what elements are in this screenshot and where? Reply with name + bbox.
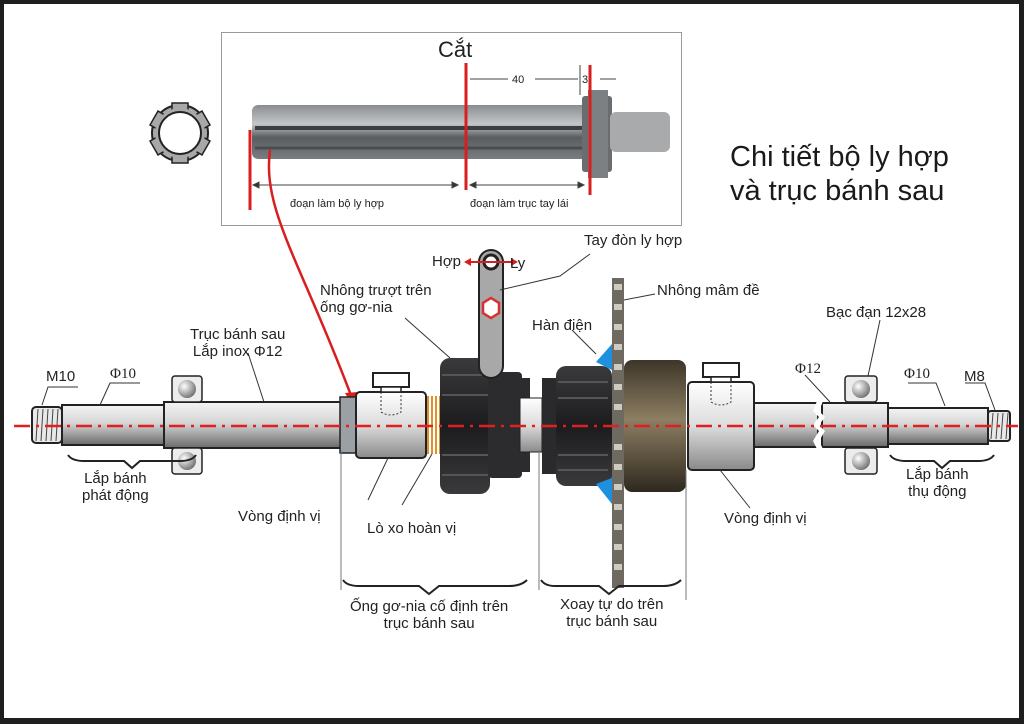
chainring	[612, 278, 624, 588]
dimension-lines	[251, 65, 616, 189]
label-free-rotate: Xoay tự do trên trục bánh sau	[560, 596, 663, 630]
label-phi10-left: Φ10	[110, 366, 136, 382]
free-rotate-line1: Xoay tự do trên	[560, 596, 664, 613]
label-m8: M8	[964, 368, 985, 385]
title-line-2: và trục bánh sau	[730, 175, 945, 207]
label-mount-driven: Lắp bánh thụ động	[906, 466, 969, 500]
title-line-1: Chi tiết bộ ly hợp	[730, 141, 949, 173]
sliding-sprocket-line2: ống gơ-nia	[320, 299, 393, 316]
label-chainring-sprocket: Nhông mâm đề	[657, 282, 760, 299]
label-fixed-sleeve: Ống gơ-nia cố định trên trục bánh sau	[350, 598, 508, 632]
sliding-sprocket	[440, 358, 530, 494]
rear-axle-line2: Lắp inox Φ12	[192, 343, 283, 360]
reference-arrow	[267, 149, 354, 399]
leader-lines	[41, 253, 996, 509]
mount-driven-line2: thụ động	[908, 483, 967, 500]
segment-clutch-label: đoạn làm bộ ly hợp	[290, 198, 385, 210]
sliding-sprocket-line1: Nhông trượt trên	[320, 282, 432, 299]
locating-collar-left	[355, 372, 427, 459]
section-bounds	[340, 450, 687, 600]
label-mount-drive: Lắp bánh phát động	[82, 470, 149, 504]
mount-driven-line1: Lắp bánh	[906, 466, 969, 483]
fixed-sleeve-line1: Ống gơ-nia cố định trên	[350, 598, 509, 615]
weld-top	[596, 344, 612, 370]
braces	[67, 454, 995, 596]
label-sliding-sprocket: Nhông trượt trên ống gơ-nia	[320, 282, 432, 316]
diagram-title: Chi tiết bộ ly hợp và trục bánh sau	[730, 140, 949, 208]
free-rotate-line2: trục bánh sau	[566, 613, 658, 630]
bearing-right	[844, 375, 878, 475]
locating-collar-right	[687, 362, 755, 471]
chainring-hub	[624, 360, 686, 492]
dimension-3: 3	[582, 74, 589, 86]
bearing-left	[171, 375, 203, 475]
label-engage: Hợp	[432, 253, 462, 270]
engage-disengage-arrows	[464, 258, 518, 266]
splined-shaft-photo	[252, 90, 670, 178]
mount-drive-line2: phát động	[82, 487, 149, 504]
label-m10: M10	[46, 368, 76, 385]
segment-steering-label: đoạn làm trục tay lái	[470, 198, 569, 210]
weld-bottom	[596, 478, 612, 504]
label-locating-ring-right: Vòng định vị	[724, 510, 807, 527]
label-return-spring: Lò xo hoàn vị	[367, 520, 457, 537]
label-phi10-right: Φ10	[904, 366, 930, 382]
label-rear-axle: Trục bánh sau Lắp inox Φ12	[190, 326, 285, 360]
label-clutch-lever: Tay đòn ly hợp	[584, 232, 683, 249]
cut-lines	[248, 63, 592, 210]
label-electric-weld: Hàn điện	[532, 317, 593, 334]
label-disengage: Ly	[510, 255, 526, 272]
cut-label: Cắt	[438, 37, 473, 62]
mount-drive-line1: Lắp bánh	[84, 470, 147, 487]
spline-ring-icon	[148, 102, 212, 164]
label-bearing: Bạc đạn 12x28	[826, 304, 927, 321]
clutch-lever	[478, 249, 504, 379]
rear-axle-line1: Trục bánh sau	[190, 326, 286, 343]
fixed-sleeve-line2: trục bánh sau	[383, 615, 475, 632]
label-phi12: Φ12	[795, 361, 821, 377]
dimension-40: 40	[512, 74, 525, 86]
label-locating-ring-left: Vòng định vị	[238, 508, 321, 525]
